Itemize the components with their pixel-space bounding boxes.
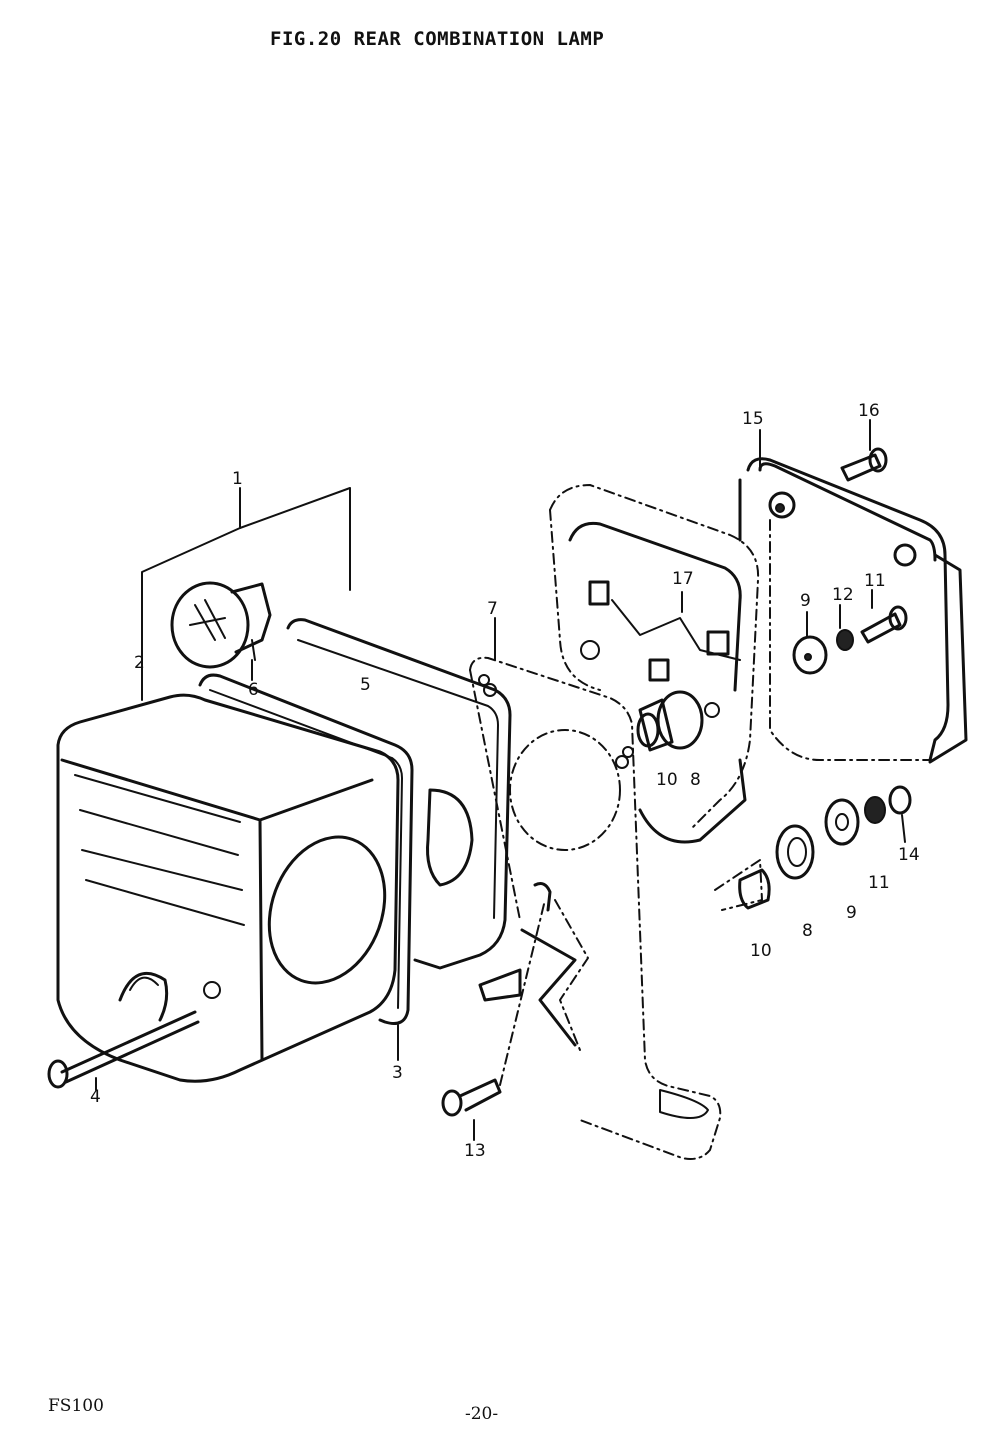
socket-plate [549, 484, 760, 844]
callout-11a: 11 [864, 571, 886, 591]
callout-1: 1 [232, 469, 243, 489]
callout-2: 2 [134, 653, 145, 673]
cover-part-15 [738, 457, 968, 764]
housing-part-5: 5 [286, 618, 512, 970]
upper-fasteners [792, 589, 908, 675]
callout-5: 5 [360, 675, 371, 695]
callout-7: 7 [487, 599, 498, 619]
callout-16: 16 [858, 401, 880, 421]
part-1-leader [141, 487, 351, 691]
callout-10b: 10 [750, 941, 772, 961]
bracket-part-7 [469, 656, 722, 1160]
lower-fasteners [714, 785, 912, 911]
callout-17: 17 [672, 569, 694, 589]
model-code: FS100 [48, 1396, 104, 1416]
callout-11b: 11 [868, 873, 890, 893]
callout-14: 14 [898, 845, 920, 865]
callout-15: 15 [742, 409, 764, 429]
callout-12: 12 [832, 585, 854, 605]
page-number: -20- [465, 1404, 499, 1424]
bulb-part-6 [170, 581, 272, 669]
callout-4: 4 [90, 1087, 101, 1107]
callout-8b: 8 [802, 921, 813, 941]
lens-part-2 [56, 693, 400, 1083]
callout-6: 6 [248, 680, 259, 700]
callout-9a: 9 [800, 591, 811, 611]
callout-8a: 8 [690, 770, 701, 790]
callout-9b: 9 [846, 903, 857, 923]
callout-leaders [95, 429, 761, 1141]
callout-13: 13 [464, 1141, 486, 1161]
figure-title: FIG.20 REAR COMBINATION LAMP [270, 28, 605, 50]
screw-part-4 [47, 1010, 200, 1089]
callout-3: 3 [392, 1063, 403, 1083]
callout-10a: 10 [656, 770, 678, 790]
bolt-part-16 [840, 419, 888, 482]
bolt-part-13 [441, 899, 546, 1117]
gasket-part-3 [198, 673, 414, 1061]
